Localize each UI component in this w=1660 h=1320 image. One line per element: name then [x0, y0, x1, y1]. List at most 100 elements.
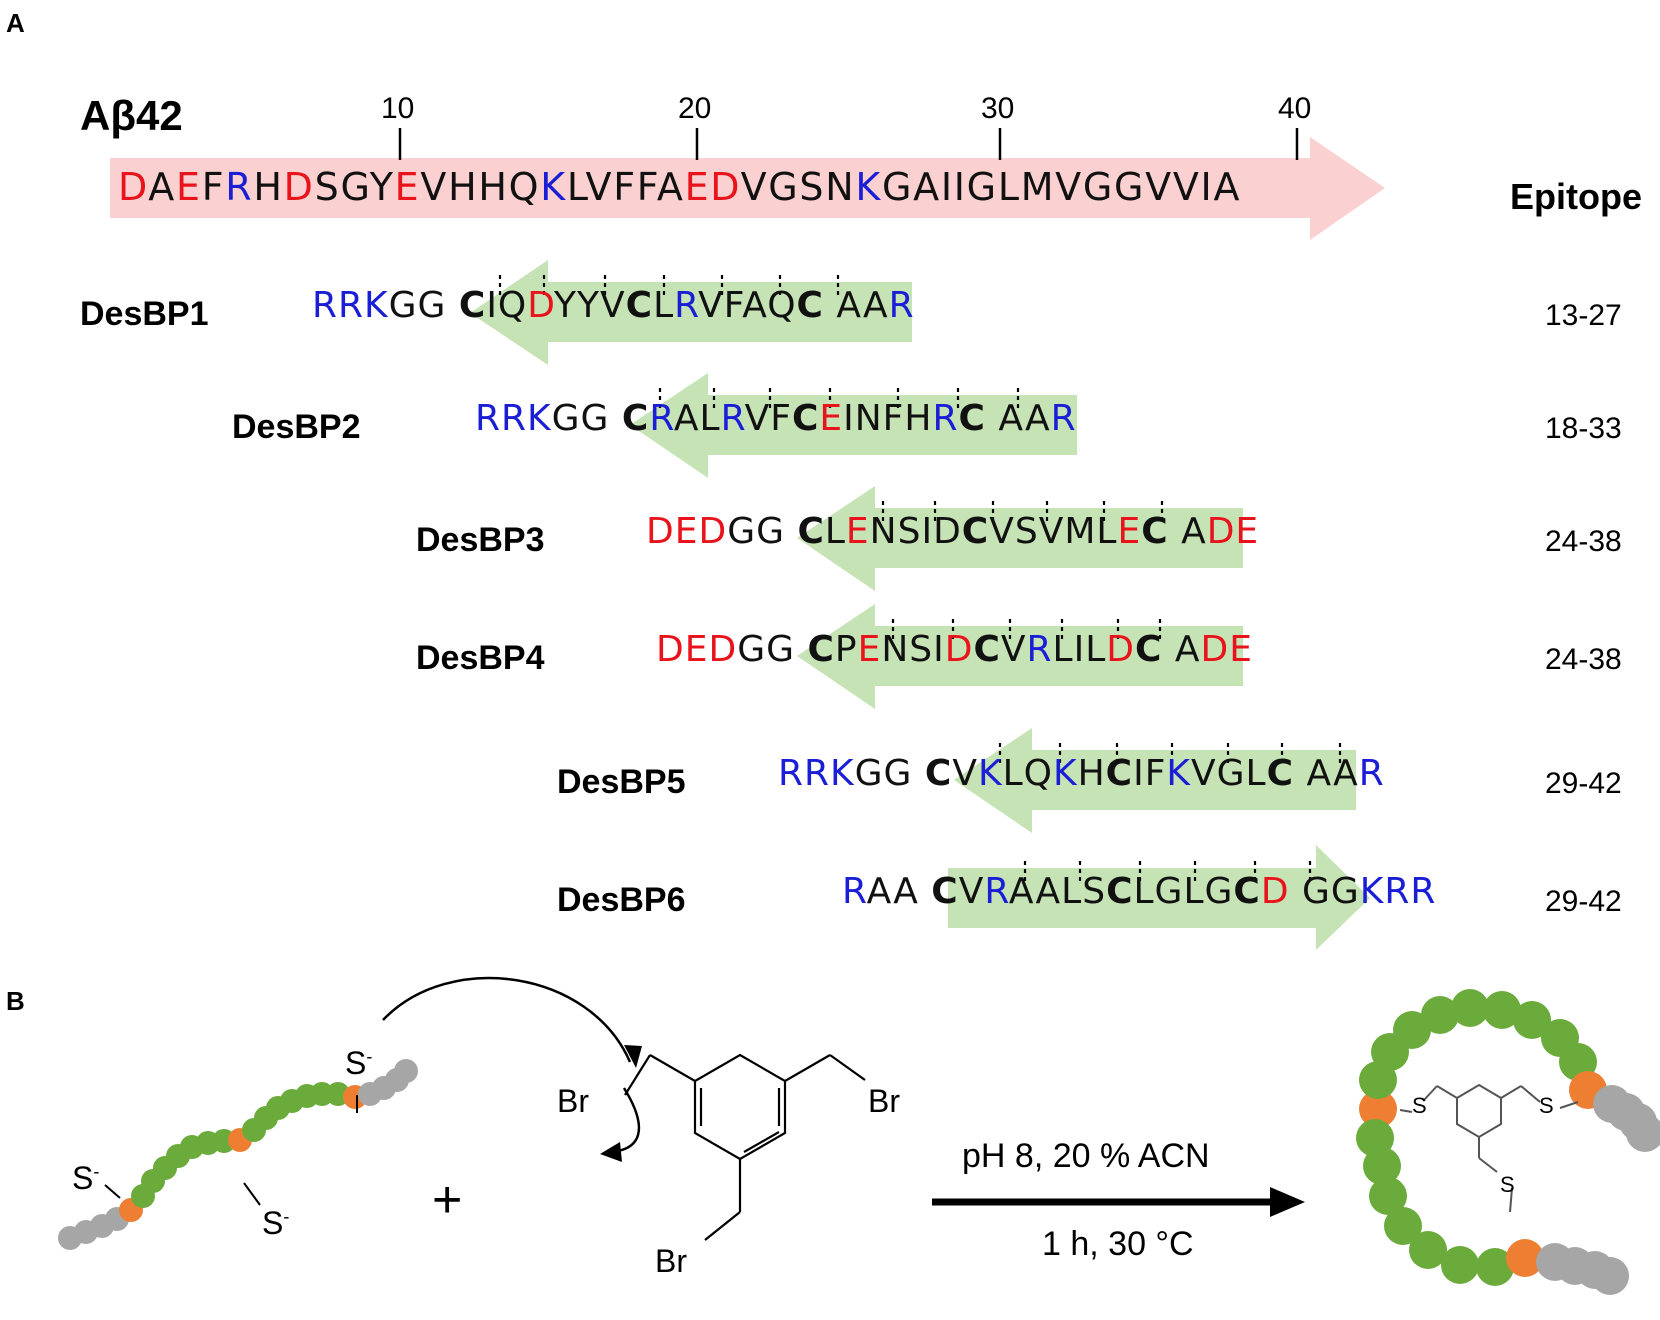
peptide-residue: C	[1233, 871, 1261, 912]
linear-peptide	[58, 1059, 418, 1250]
peptide-residue: D	[527, 285, 555, 326]
residue-bead	[1359, 1090, 1397, 1128]
peptide-residue: E	[819, 398, 844, 439]
peptide-residue: AA	[866, 871, 932, 912]
tbmb-molecule	[624, 1053, 866, 1241]
peptide-residue: DED	[656, 629, 738, 670]
peptide-residue: GG	[551, 398, 622, 439]
peptide-residue: D	[1260, 871, 1290, 912]
thiolate-label: S-	[345, 1045, 373, 1081]
residue-bead	[1421, 996, 1459, 1034]
peptide-residue: H	[1077, 753, 1106, 794]
hbond-marks	[498, 275, 1342, 884]
peptide-residue: R	[1026, 629, 1053, 670]
residue-bead	[1626, 1114, 1660, 1152]
desbp1-arrow	[470, 260, 912, 365]
peptide-residue: GG	[854, 753, 925, 794]
residue-bead	[1591, 1257, 1629, 1295]
residue-bead	[1506, 1239, 1544, 1277]
peptide-residue: P	[834, 629, 858, 670]
abeta42-residue: VGSN	[740, 165, 856, 209]
nucleophilic-attack-arrow	[382, 976, 632, 1063]
peptide-residue: VF	[744, 398, 792, 439]
cyclic-peptide	[1356, 989, 1660, 1295]
peptide-residue: AL	[673, 398, 721, 439]
peptide-residue: V	[958, 871, 985, 912]
tick-label-30: 30	[981, 92, 1015, 125]
abeta42-arrow	[110, 137, 1385, 240]
peptide-name: DesBP5	[557, 763, 686, 801]
product-sulfur-label: S	[1500, 1172, 1515, 1197]
arrowhead	[600, 1142, 622, 1162]
thiolate-bond	[243, 1182, 261, 1206]
peptide-residue: C	[1105, 753, 1134, 794]
peptide-name: DesBP2	[232, 408, 361, 446]
abeta42-residue: D	[118, 165, 149, 209]
peptide-residue: C	[1135, 629, 1163, 670]
peptide-residue: D	[944, 629, 974, 670]
peptide-sequence: RRKGG CIQDYYVCLRVFAQC AAR	[312, 285, 915, 326]
abeta42-residue: K	[855, 165, 883, 209]
peptide-name: DesBP3	[416, 521, 545, 559]
product-sulfur-label: S	[1539, 1093, 1554, 1118]
peptide-residue: R	[1358, 753, 1385, 794]
condition-bottom: 1 h, 30 °C	[1042, 1225, 1194, 1263]
peptide-residue: GG	[1289, 871, 1360, 912]
residue-bead	[1409, 1231, 1447, 1269]
peptide-residue: C	[625, 285, 654, 326]
peptide-residue: A	[1168, 511, 1207, 552]
desbp6-arrow	[948, 845, 1370, 950]
desbp3-arrow	[797, 486, 1243, 591]
peptide-residue: GG	[737, 629, 808, 670]
peptide-residue: IF	[1133, 753, 1167, 794]
abeta42-residue: VHHQ	[420, 165, 541, 209]
peptide-residue: RRK	[778, 753, 855, 794]
peptide-name: DesBP6	[557, 881, 686, 919]
residue-bead	[1369, 1177, 1407, 1215]
epitope-range: 24-38	[1545, 643, 1622, 676]
peptide-residue: C	[797, 511, 825, 552]
peptide-residue: C	[807, 629, 835, 670]
peptide-residue: L	[824, 511, 846, 552]
abeta42-residue: S	[314, 165, 341, 209]
peptide-residue: AA	[985, 398, 1051, 439]
peptide-residue: RRK	[312, 285, 389, 326]
peptide-residue: D	[1106, 629, 1136, 670]
peptide-sequence: RAA CVRAALSCLGLGCD GGKRR	[842, 871, 1436, 912]
peptide-sequence: RRKGG CVKLQKHCIFKVGLC AAR	[778, 753, 1385, 794]
peptide-residue: C	[961, 511, 990, 552]
tick-label-10: 10	[381, 92, 415, 125]
bromine-label: Br	[868, 1083, 900, 1119]
peptide-residue: GG	[727, 511, 798, 552]
peptide-residue: C	[973, 629, 1001, 670]
epitope-header: Epitope	[1510, 176, 1642, 217]
peptide-residue: E	[857, 629, 882, 670]
residue-bead	[1483, 991, 1521, 1029]
abeta42-residue: H	[253, 165, 284, 209]
peptide-residue: K	[1052, 753, 1078, 794]
peptide-residue: R	[674, 285, 699, 326]
desbp2-arrow	[630, 373, 1077, 478]
epitope-range: 24-38	[1545, 525, 1622, 558]
residue-bead	[1384, 1207, 1422, 1245]
peptide-residue: A	[1162, 629, 1201, 670]
peptide-residue: K	[977, 753, 1003, 794]
residue-bead	[1363, 1147, 1401, 1185]
abeta42-residue: F	[201, 165, 226, 209]
peptide-residue: AA	[1294, 753, 1359, 794]
residue-bead	[1441, 1246, 1479, 1284]
abeta42-residue: R	[225, 165, 254, 209]
peptide-residue: DE	[1206, 511, 1260, 552]
peptide-residue: C	[924, 753, 953, 794]
peptide-sequence: DEDGG CLENSIDCVSVMLEC ADE	[646, 511, 1259, 552]
peptide-residue: R	[842, 871, 867, 912]
peptide-residue: LQ	[1002, 753, 1053, 794]
abeta42-residue: Y	[369, 165, 395, 209]
abeta42-sequence: DAEFRHDSGYEVHHQKLVFFAEDVGSNKGAIIGLMVGGVV…	[118, 165, 1241, 209]
abeta42-residue: ED	[684, 165, 741, 209]
epitope-range: 18-33	[1545, 412, 1622, 445]
thiolate-bond	[104, 1184, 121, 1199]
peptide-name: DesBP1	[80, 295, 209, 333]
panel-a-label: A	[6, 8, 25, 38]
